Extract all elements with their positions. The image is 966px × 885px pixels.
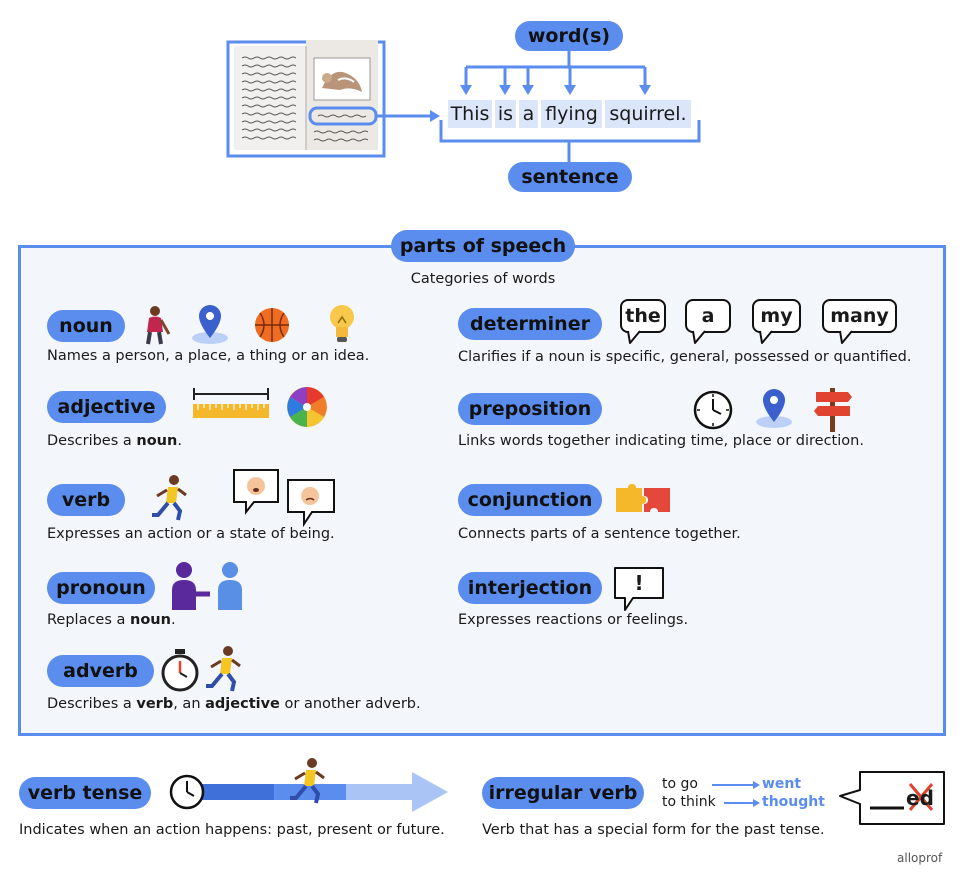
sentence-connector-lines <box>376 50 701 162</box>
irregular-past-thought: thought <box>762 794 825 810</box>
adverb-desc-bold-adjective: adjective <box>205 696 280 712</box>
color-wheel-icon <box>287 387 327 427</box>
irregular-arrows <box>712 781 760 807</box>
irregular-base-go: to go <box>662 776 698 792</box>
crossed-ed-bubble-icon <box>839 771 945 825</box>
location-pin-icon <box>756 389 792 428</box>
adverb-description: Describes a verb, an adjective or anothe… <box>47 696 421 712</box>
sentence-word: squirrel. <box>605 100 691 128</box>
irregular-verb-description: Verb that has a special form for the pas… <box>482 822 825 838</box>
determiner-example-bubble: many <box>822 299 897 333</box>
adjective-label: adjective <box>47 391 166 423</box>
pronoun-description: Replaces a noun. <box>47 612 176 628</box>
crossed-ed-text: ed <box>906 786 934 810</box>
sentence-label: sentence <box>508 162 632 192</box>
sentence-word: is <box>495 100 516 128</box>
preposition-label: preposition <box>458 393 602 425</box>
sentence-word: flying <box>541 100 602 128</box>
interjection-label: interjection <box>458 572 602 604</box>
bubble-tails <box>627 330 853 344</box>
runner-icon <box>206 646 241 692</box>
adverb-desc-mid: , an <box>173 696 206 712</box>
adverb-desc-post: or another adverb. <box>279 696 421 712</box>
panel-subtitle: Categories of words <box>410 271 556 287</box>
adjective-desc-bold: noun <box>136 433 178 449</box>
pronoun-desc-post: . <box>170 612 176 628</box>
adverb-label: adverb <box>47 655 154 687</box>
basketball-icon <box>255 308 289 342</box>
pronoun-desc-pre: Replaces a <box>47 612 131 628</box>
determiner-example-bubble: my <box>752 299 801 333</box>
noun-description: Names a person, a place, a thing or an i… <box>47 348 370 364</box>
exclamation-bubble-icon <box>614 567 664 611</box>
verb-tense-label: verb tense <box>19 777 151 809</box>
irregular-verb-label: irregular verb <box>482 777 644 809</box>
pronoun-desc-bold: noun <box>130 612 171 628</box>
adjective-desc-post: . <box>177 433 182 449</box>
determiner-example-bubble: a <box>685 299 731 333</box>
location-pin-icon <box>192 305 228 344</box>
determiner-description: Clarifies if a noun is specific, general… <box>458 349 912 365</box>
conjunction-label: conjunction <box>458 484 602 516</box>
two-people-icon <box>172 562 242 610</box>
lightbulb-icon <box>330 305 354 342</box>
panel-title: parts of speech <box>391 230 575 262</box>
adverb-desc-bold-verb: verb <box>136 696 174 712</box>
verb-label: verb <box>47 484 125 516</box>
signpost-icon <box>814 388 852 432</box>
speech-bubbles-icon <box>233 469 335 528</box>
ruler-icon <box>193 388 269 418</box>
stopwatch-icon <box>161 649 199 692</box>
runner-icon <box>152 475 187 521</box>
adjective-desc-pre: Describes a <box>47 433 137 449</box>
runner-icon <box>290 758 325 804</box>
noun-label: noun <box>47 310 125 342</box>
open-book-illustration <box>226 40 386 158</box>
irregular-base-think: to think <box>662 794 716 810</box>
sentence-word: a <box>519 100 538 128</box>
adjective-description: Describes a noun. <box>47 433 182 449</box>
sentence-word: This <box>448 100 492 128</box>
pronoun-label: pronoun <box>47 572 155 604</box>
interjection-description: Expresses reactions or feelings. <box>458 612 689 628</box>
person-icon <box>146 306 171 345</box>
puzzle-pieces-icon <box>616 484 670 512</box>
determiner-example-bubble: the <box>620 299 666 333</box>
preposition-description: Links words together indicating time, pl… <box>458 433 864 449</box>
verb-tense-description: Indicates when an action happens: past, … <box>19 822 445 838</box>
verb-description: Expresses an action or a state of being. <box>47 526 335 542</box>
brand-logo: alloprof <box>897 851 943 865</box>
words-label: word(s) <box>515 21 623 51</box>
conjunction-description: Connects parts of a sentence together. <box>458 526 741 542</box>
adverb-desc-pre: Describes a <box>47 696 137 712</box>
irregular-past-went: went <box>762 776 802 792</box>
clock-icon <box>693 390 733 430</box>
determiner-label: determiner <box>458 308 602 340</box>
interjection-bubble-text: ! <box>634 571 644 595</box>
